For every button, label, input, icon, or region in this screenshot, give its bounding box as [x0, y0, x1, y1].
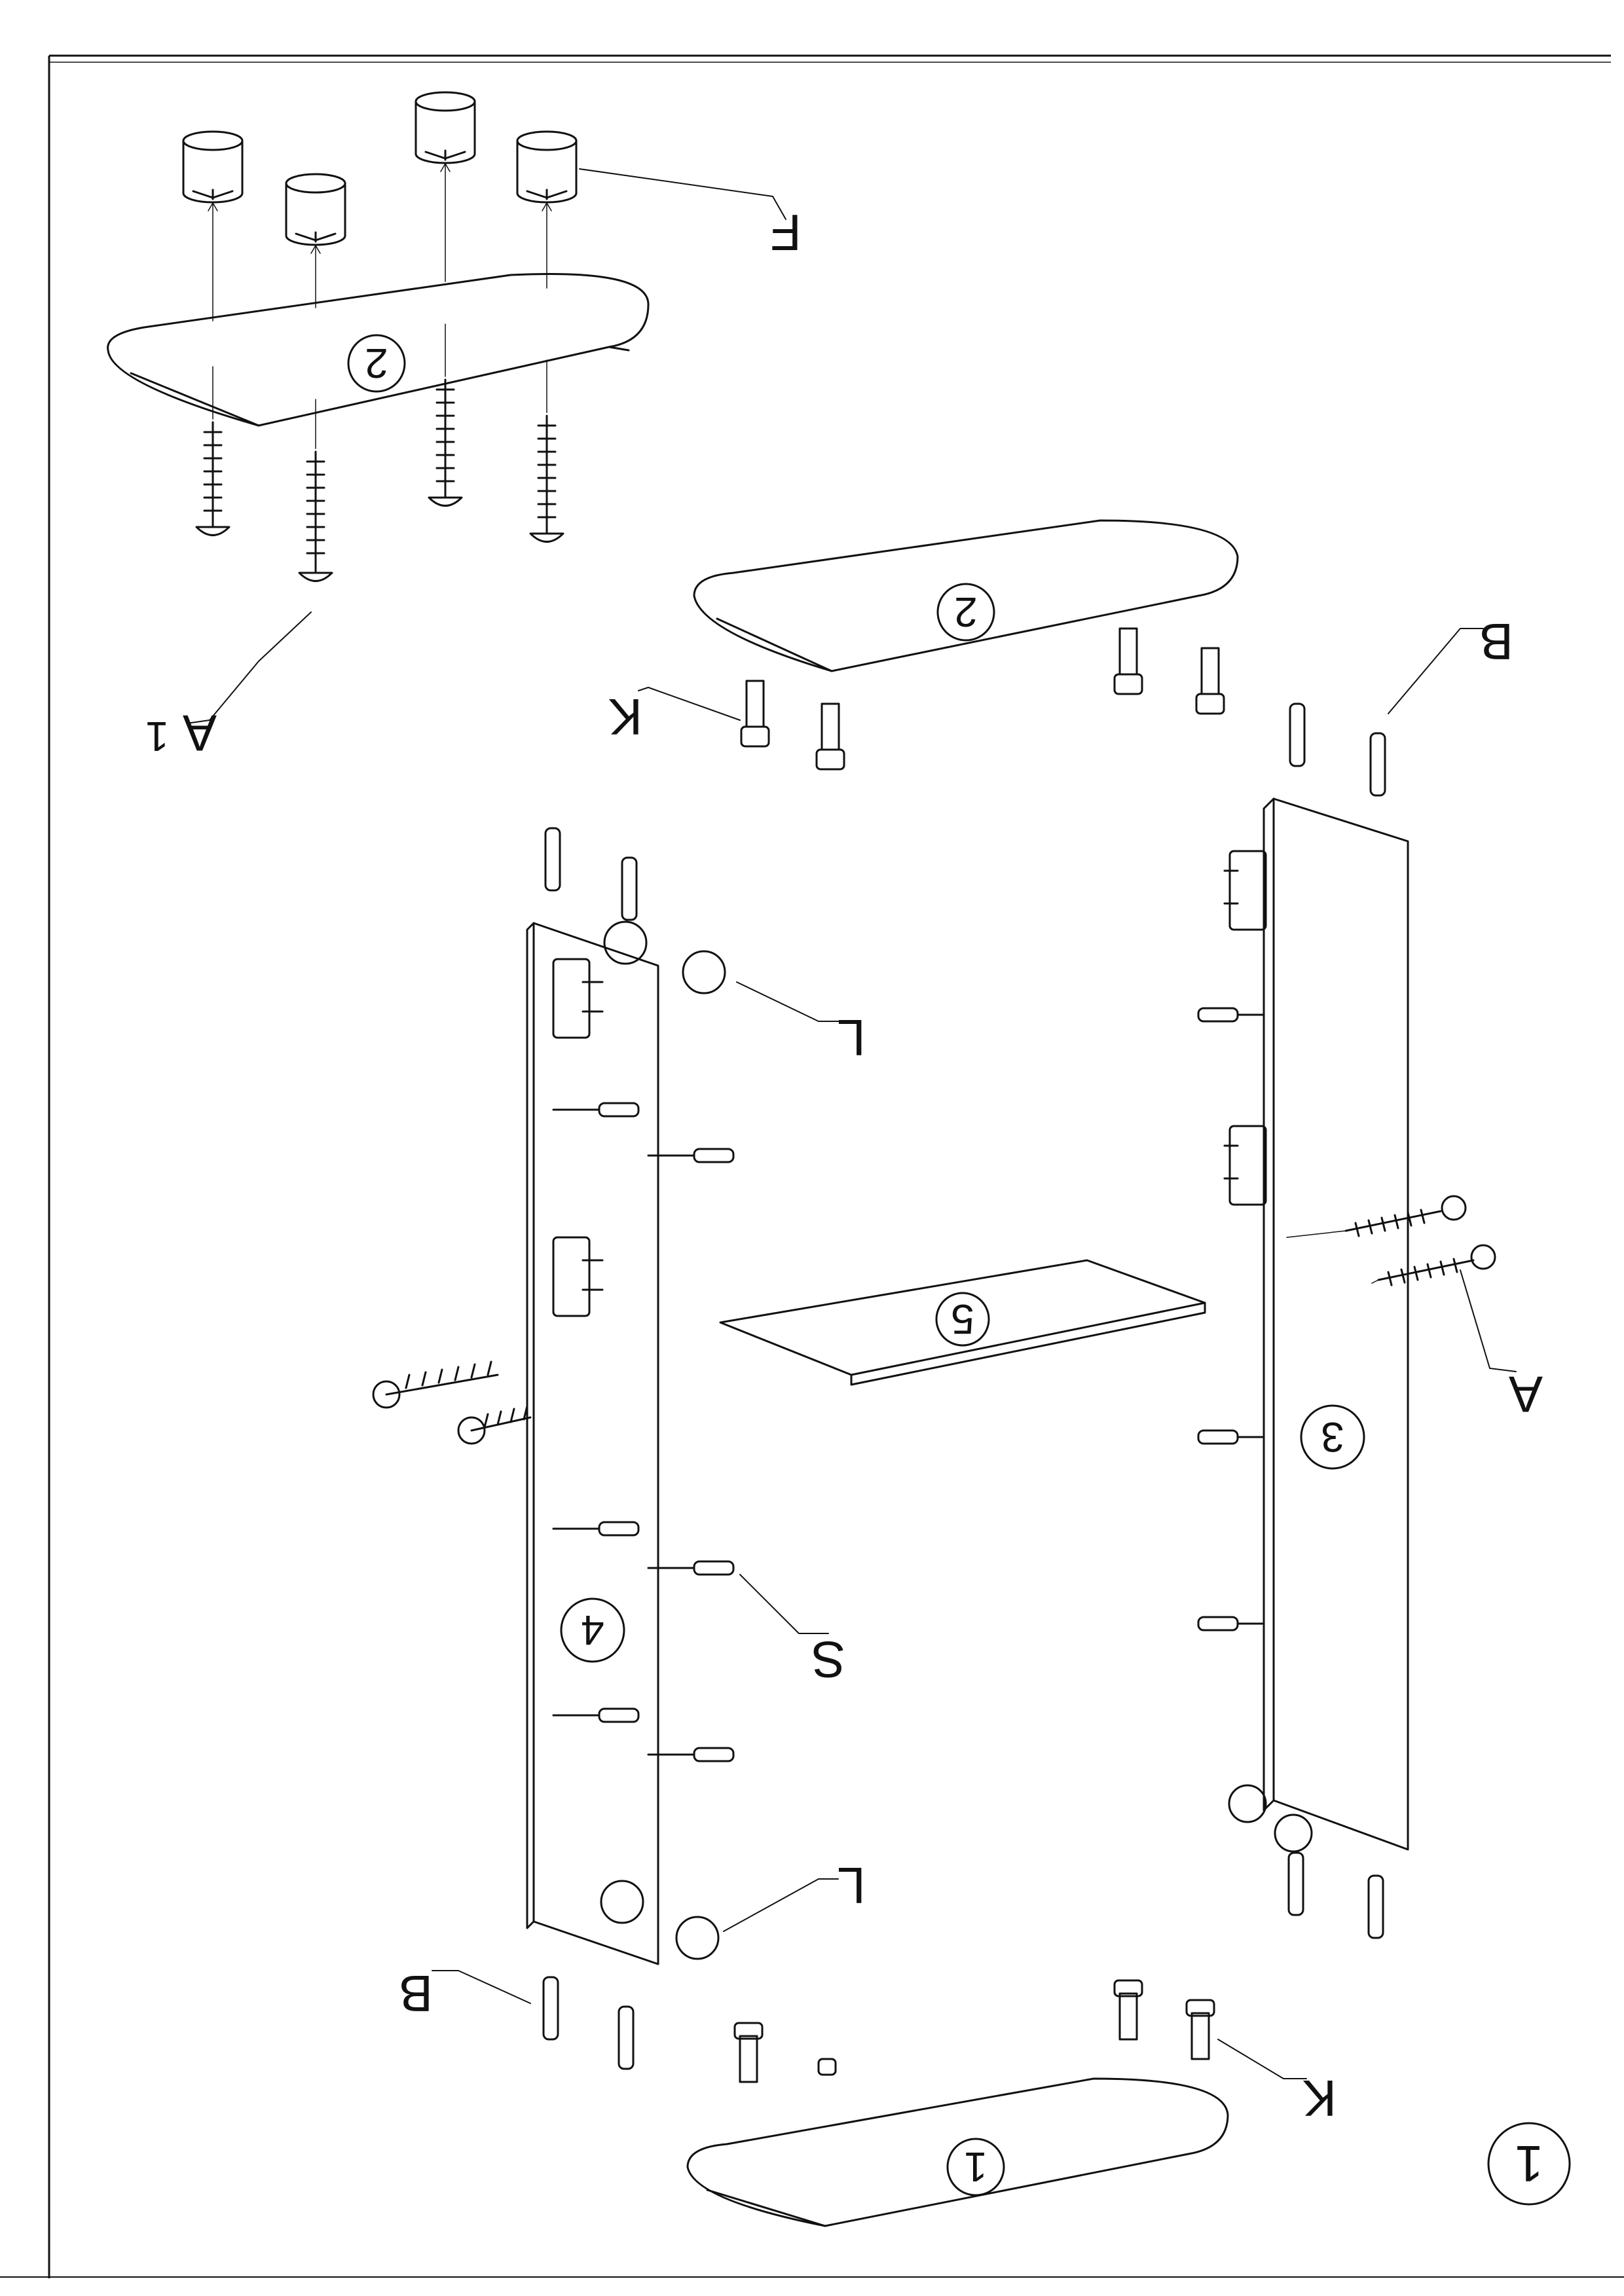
- part-label-foot-screw-sub: 1: [145, 713, 169, 760]
- foot-leader: [579, 168, 786, 220]
- shelf-pin-icon: [552, 1102, 735, 1762]
- panel-number-circle: [946, 2138, 1005, 2196]
- panel-number-left-side: 4: [581, 1607, 604, 1654]
- part-label-cam-bolt-top: K: [608, 688, 642, 746]
- part-label-dowel-right: B: [1479, 613, 1513, 670]
- panel-number-circle: [936, 583, 995, 642]
- dowel-leader-right: [1388, 628, 1484, 714]
- foot-screw-icon: [195, 421, 231, 536]
- panel-number-right-side: 3: [1321, 1413, 1344, 1461]
- screw-guide-lines: [1286, 1230, 1379, 1284]
- side-screw-icon: [372, 1360, 532, 1445]
- cam-lock-icon: [1228, 1784, 1313, 1853]
- foot-screw-icon: [298, 450, 333, 582]
- screw-guide-lines: [212, 323, 547, 449]
- panel-number-shelf: 5: [951, 1296, 974, 1343]
- panel-number-bottom: 1: [964, 2143, 987, 2191]
- shelf-pin-icon: [1197, 1007, 1265, 1631]
- cam-bolt-icon: [733, 1979, 1215, 2083]
- dowel-leader-left: [432, 1970, 531, 2004]
- panel-number-circle: [347, 334, 406, 393]
- cam-bolt-icon: [740, 680, 770, 748]
- dowel-icon: [544, 827, 638, 921]
- part-label-dowel-left: B: [399, 1965, 433, 2022]
- cam-lock-icon: [600, 920, 726, 1960]
- step-number: 1: [1515, 2135, 1543, 2193]
- step-number-circle: [1487, 2122, 1571, 2206]
- cam-lock-leader-upper: [736, 981, 845, 1022]
- foot-icon: [285, 173, 346, 246]
- panel-number-circle: [1300, 1404, 1365, 1470]
- side-screw-icon: [1344, 1195, 1496, 1286]
- side-screw-leader: [1460, 1269, 1517, 1372]
- hinge-plate-icon: [552, 958, 604, 1317]
- foot-screw-leader: [186, 611, 312, 724]
- part-label-foot-screw: A: [183, 704, 217, 762]
- foot-guide-lines: [208, 163, 552, 321]
- cam-bolt-icon: [1195, 647, 1225, 715]
- shelf-panel: [719, 1259, 1206, 1386]
- cam-bolt-icon: [1113, 627, 1143, 695]
- panel-number-top-middle: 2: [954, 589, 978, 636]
- part-label-side-screw: A: [1509, 1366, 1543, 1423]
- cam-bolt-leader-bottom: [1217, 2039, 1307, 2079]
- foot-screw-icon: [529, 414, 564, 543]
- right-side-panel: [1263, 797, 1409, 1851]
- top-panel-upper: [107, 273, 650, 427]
- left-side-panel: [526, 922, 659, 1965]
- cam-bolt-icon: [815, 702, 845, 771]
- foot-icon: [516, 130, 578, 204]
- panel-number-top-upper: 2: [365, 340, 388, 387]
- panel-number-circle: [560, 1597, 625, 1663]
- cam-lock-leader-lower: [723, 1878, 839, 1932]
- top-panel-middle: [693, 519, 1239, 672]
- foot-icon: [182, 130, 244, 204]
- part-label-cam-lock-upper: L: [837, 1009, 865, 1066]
- part-label-cam-bolt-bottom: K: [1302, 2069, 1337, 2127]
- cam-bolt-leader-top: [638, 687, 741, 721]
- shelf-pin-leader: [739, 1574, 829, 1634]
- dowel-icon: [1289, 702, 1386, 797]
- part-label-shelf-pin: S: [811, 1631, 845, 1688]
- dowel-icon: [542, 1976, 635, 2070]
- panel-number-circle: [935, 1292, 990, 1347]
- hinge-plate-icon: [1223, 850, 1267, 1206]
- part-label-cam-lock-lower: L: [837, 1857, 865, 1914]
- dowel-icon: [1287, 1851, 1384, 1939]
- foot-icon: [415, 91, 476, 164]
- foot-screw-icon: [428, 378, 463, 507]
- part-label-foot: F: [770, 204, 802, 261]
- bottom-panel: [686, 2077, 1229, 2227]
